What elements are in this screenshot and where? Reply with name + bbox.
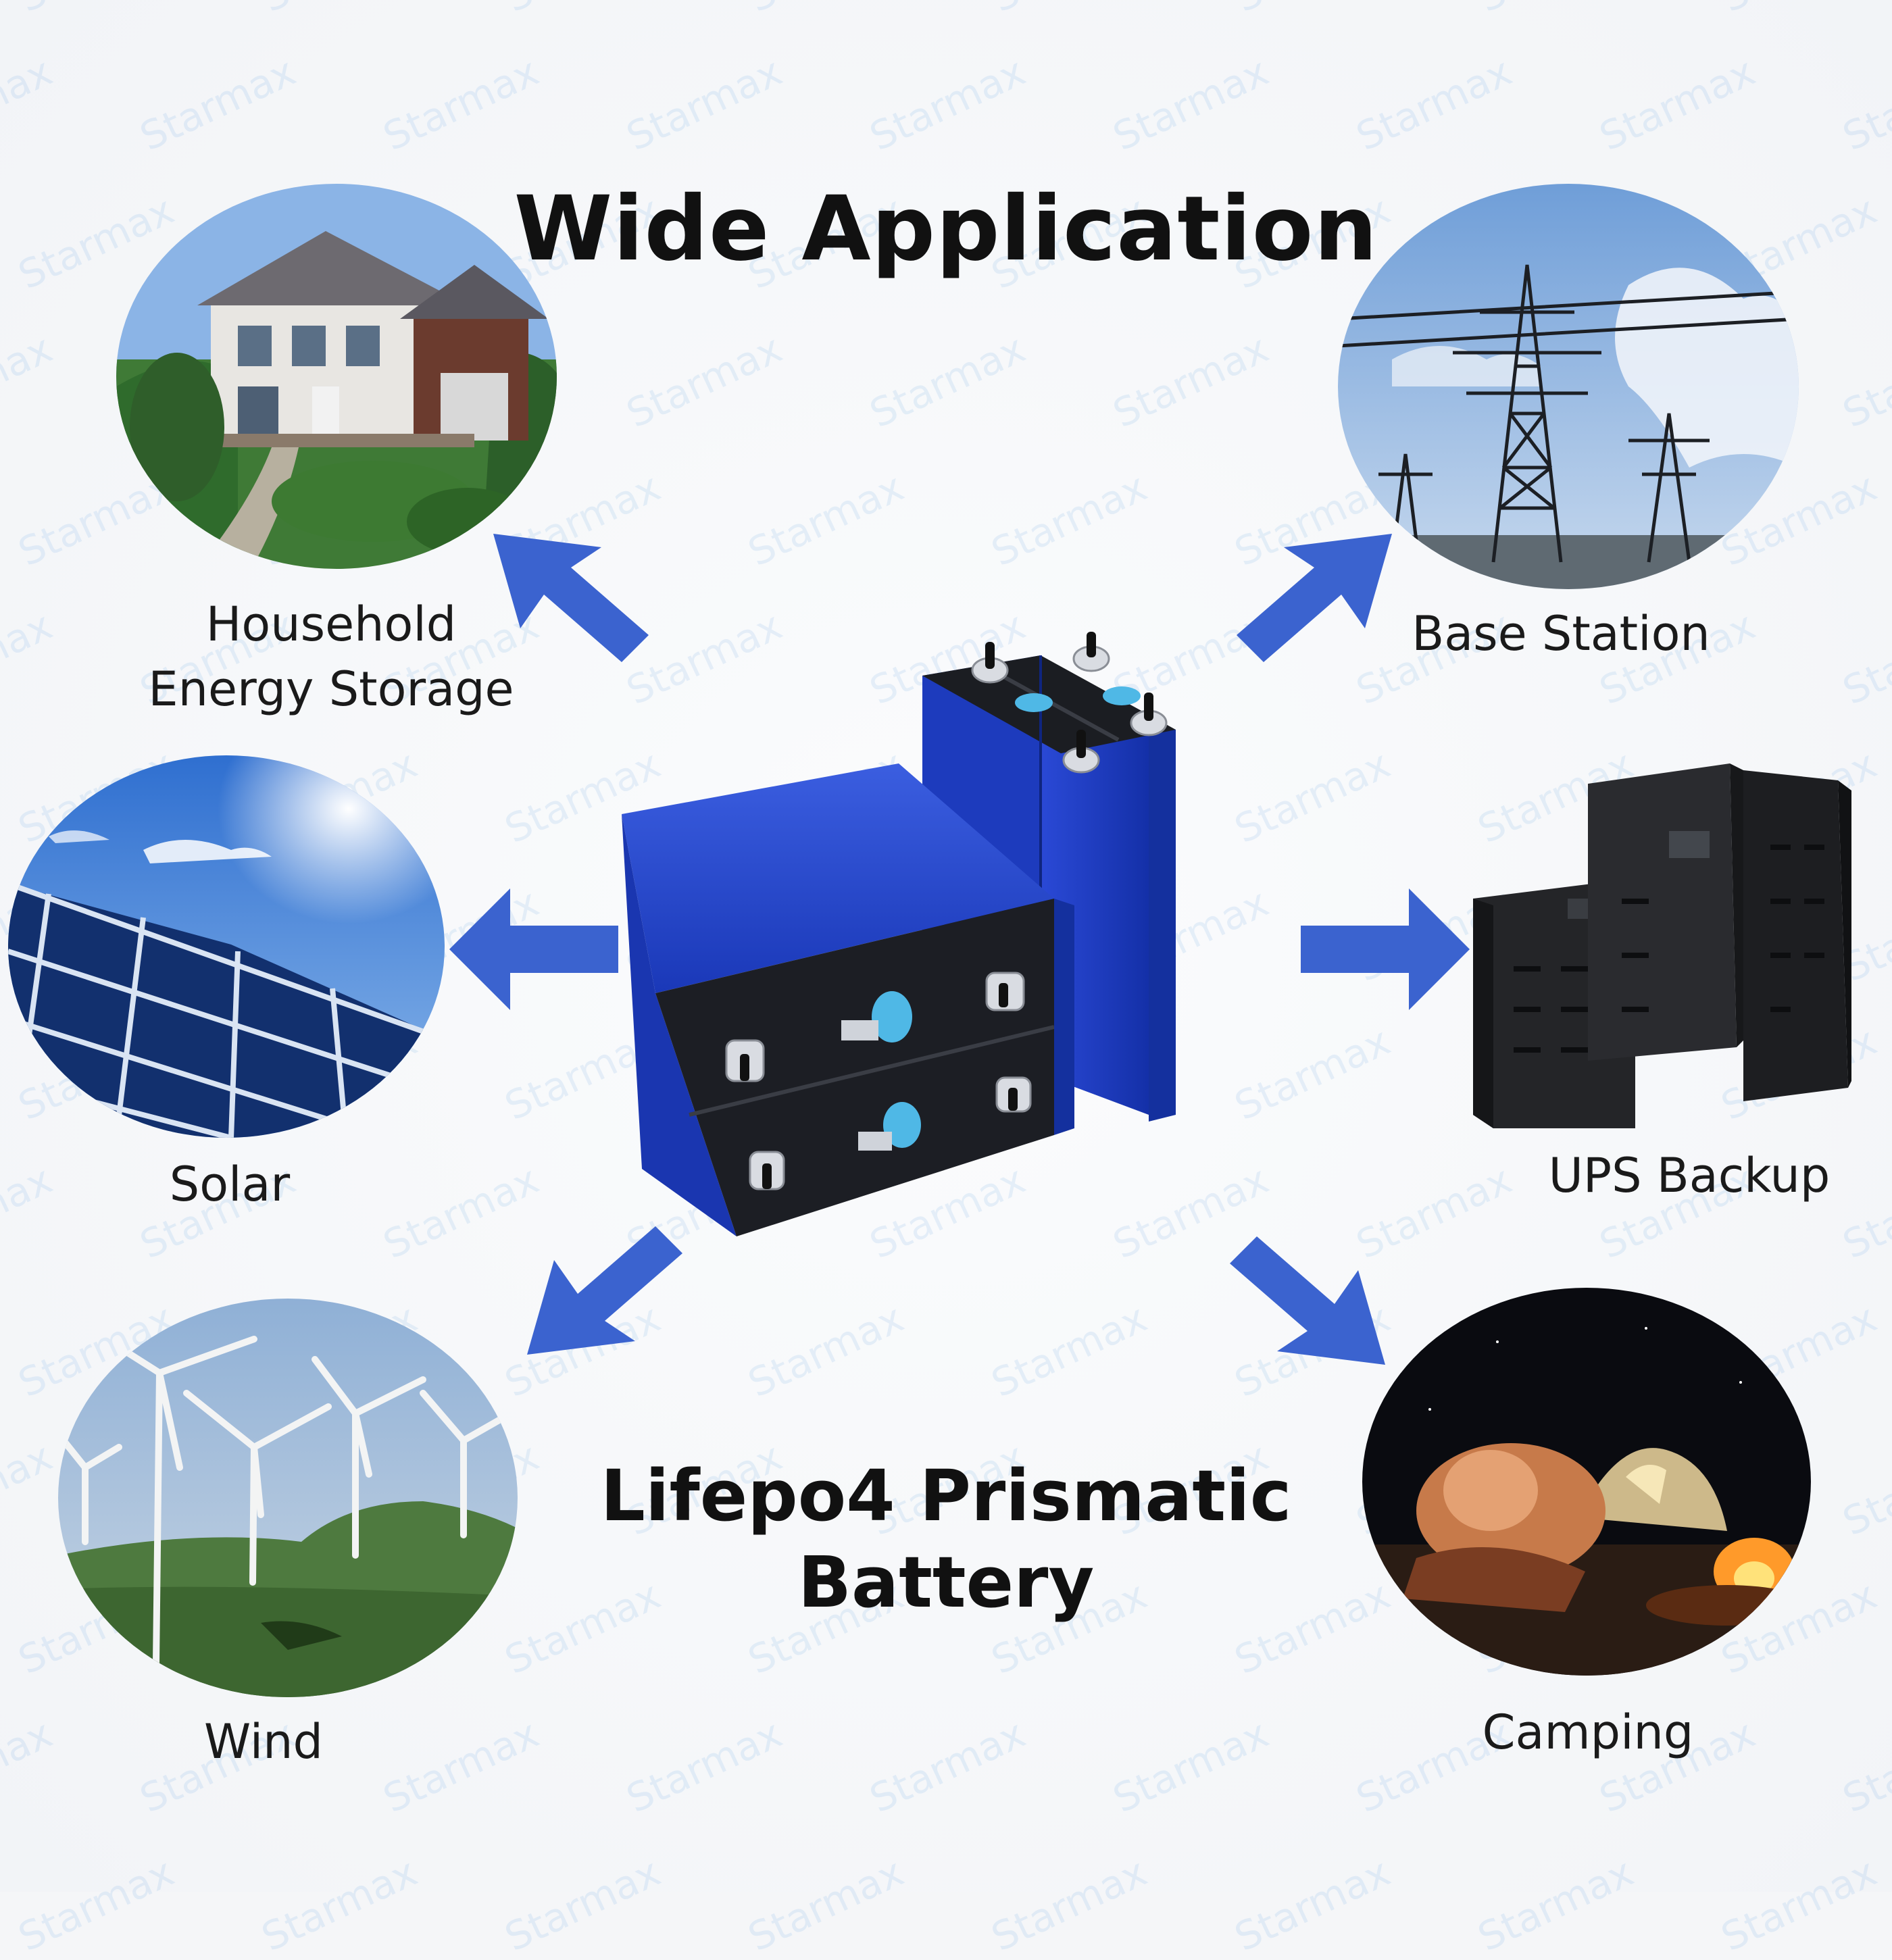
watermark-text: Starmax — [1106, 325, 1276, 437]
watermark-text: Starmax — [255, 0, 424, 21]
watermark-text: Starmax — [0, 1156, 59, 1268]
watermark-text: Starmax — [985, 1849, 1154, 1960]
household-label: Household Energy Storage — [101, 592, 561, 722]
product-name: Lifepo4 Prismatic Battery — [0, 1453, 1892, 1626]
arrow-to-wind — [527, 1226, 682, 1355]
watermark-text: Starmax — [1349, 48, 1519, 160]
watermark-text: Starmax — [985, 0, 1153, 21]
watermark-text: Starmax — [620, 1710, 789, 1822]
ups-image — [1473, 763, 1851, 1128]
base-station-label: Base Station — [1372, 601, 1750, 666]
solar-image — [8, 755, 445, 1138]
watermark-text: Starmax — [0, 602, 59, 714]
household-label-line2: Energy Storage — [148, 661, 514, 717]
watermark-text: Starmax — [741, 0, 910, 21]
watermark-text: Starmax — [1106, 1710, 1276, 1822]
watermark-text: Starmax — [863, 1710, 1032, 1822]
watermark-text: Starmax — [1228, 1849, 1397, 1960]
watermark-text: Starmax — [255, 1849, 424, 1960]
arrow-to-camping — [1230, 1236, 1385, 1365]
watermark-text: Starmax — [741, 1849, 911, 1960]
watermark-text: Starmax — [1836, 325, 1892, 437]
ups-label: UPS Backup — [1520, 1143, 1858, 1208]
watermark-text: Starmax — [1836, 602, 1892, 714]
watermark-text: Starmax — [1836, 48, 1892, 160]
household-label-line1: Household — [205, 597, 457, 652]
watermark-text: Starmax — [863, 325, 1032, 437]
watermark-text: Starmax — [1471, 0, 1640, 21]
solar-label-line1: Solar — [169, 1157, 291, 1212]
watermark-text: Starmax — [1714, 0, 1883, 21]
camping-label-line1: Camping — [1482, 1705, 1694, 1760]
arrow-to-base-station — [1237, 534, 1392, 662]
watermark-text: Starmax — [376, 1710, 546, 1822]
household-image — [116, 184, 557, 569]
arrow-to-solar — [449, 888, 618, 1010]
watermark-text: Starmax — [1714, 1849, 1884, 1960]
watermark-text: Starmax — [620, 325, 789, 437]
base-station-label-line1: Base Station — [1412, 606, 1710, 661]
watermark-text: Starmax — [863, 48, 1032, 160]
wind-label-line1: Wind — [204, 1714, 323, 1769]
camping-label: Camping — [1419, 1700, 1757, 1765]
watermark-text: Starmax — [133, 48, 303, 160]
watermark-text: Starmax — [985, 463, 1154, 576]
watermark-text: Starmax — [985, 1295, 1154, 1407]
watermark-text: Starmax — [741, 463, 911, 576]
watermark-text: Starmax — [1471, 1849, 1641, 1960]
watermark-text: Starmax — [1836, 1710, 1892, 1822]
watermark-text: Starmax — [1228, 0, 1397, 21]
watermark-text: Starmax — [0, 48, 59, 160]
solar-label: Solar — [95, 1152, 365, 1217]
watermark-text: Starmax — [11, 1849, 181, 1960]
product-name-line2: Battery — [797, 1541, 1095, 1624]
watermark-text: Starmax — [498, 1849, 668, 1960]
watermark-text: Starmax — [0, 1710, 59, 1822]
watermark-text: Starmax — [620, 48, 789, 160]
watermark-text: Starmax — [0, 325, 59, 437]
watermark-text: Starmax — [1106, 48, 1276, 160]
watermark-text: Starmax — [11, 0, 180, 21]
wind-image — [58, 1299, 518, 1697]
arrow-to-household — [493, 534, 649, 662]
watermark-text: Starmax — [376, 48, 546, 160]
watermark-text: Starmax — [1593, 48, 1762, 160]
page-title: Wide Application — [514, 177, 1378, 281]
ups-label-line1: UPS Backup — [1548, 1148, 1831, 1203]
base-station-image — [1338, 184, 1799, 589]
wind-label: Wind — [128, 1709, 399, 1774]
battery-illustration — [622, 632, 1176, 1236]
product-name-line1: Lifepo4 Prismatic — [600, 1455, 1292, 1537]
watermark-text: Starmax — [741, 1295, 911, 1407]
arrow-to-ups — [1301, 888, 1470, 1010]
watermark-text: Starmax — [498, 0, 667, 21]
